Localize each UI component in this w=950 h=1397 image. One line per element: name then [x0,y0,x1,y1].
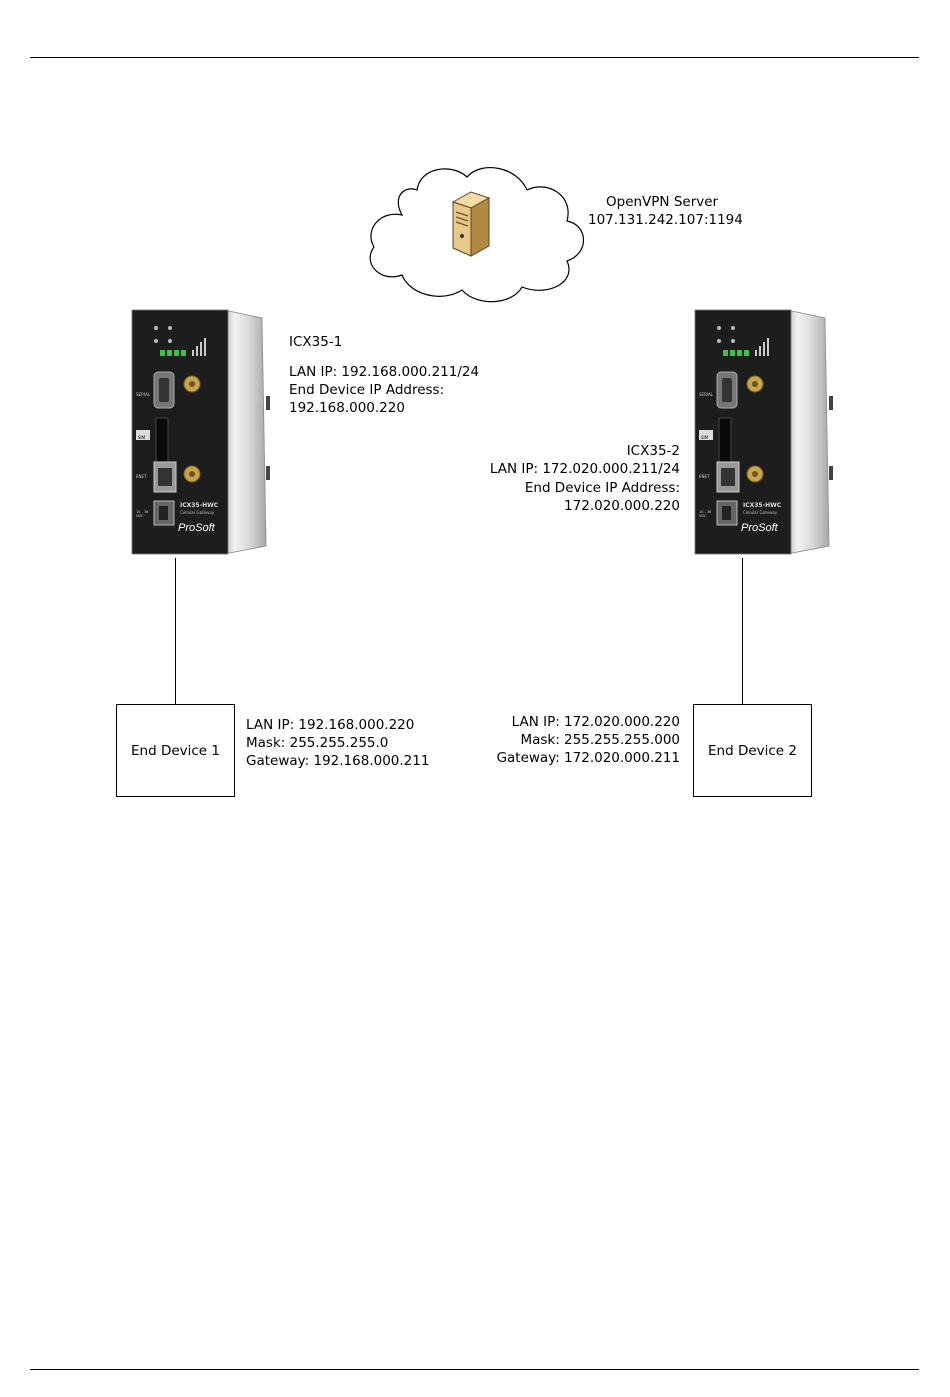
end-device2-gateway: Gateway: 172.020.000.211 [496,750,680,766]
gateway1-brand-logo: ProSoft [178,522,215,534]
gateway1-end-device-ip: 192.168.000.220 [289,400,405,416]
end-device2-label: End Device 2 [708,742,797,759]
gateway2-brand-logo: ProSoft [741,522,778,534]
gateway1-name: ICX35-1 [289,334,343,350]
link-gateway2-end-device2 [742,558,743,704]
gateway2-name: ICX35-2 [626,443,680,459]
link-gateway1-end-device1 [175,558,176,704]
gateway1-end-device-label: End Device IP Address: [289,382,445,398]
gateway2-label-vdc: 10 - 36 VDC [699,510,712,518]
gateway2-end-device-label: End Device IP Address: [524,480,680,496]
footer-rule [30,1369,919,1370]
end-device1-lan-ip: LAN IP: 192.168.000.220 [246,717,415,733]
end-device1-gateway: Gateway: 192.168.000.211 [246,753,430,769]
gateway1-subtitle: Cellular Gateway [180,510,215,515]
gateway2-subtitle: Cellular Gateway [743,510,778,515]
cloud-label-title: OpenVPN Server [606,194,719,210]
gateway2-label-sim: SIM [701,435,709,440]
gateway2-device: SERIAL SIM ENET 10 - 36 VDC ICX35-HWC Ce… [694,306,835,556]
gateway1-label-vdc: 10 - 36 VDC [136,510,149,518]
gateway2-label-serial: SERIAL [699,392,713,397]
gateway1-lan-ip: LAN IP: 192.168.000.211/24 [289,364,480,380]
gateway2-model: ICX35-HWC [743,502,782,509]
end-device1-mask: Mask: 255.255.255.0 [246,735,389,751]
gateway1-model: ICX35-HWC [180,502,219,509]
gateway1-label-enet: ENET [136,474,147,479]
gateway1-label-serial: SERIAL [136,392,150,397]
server-icon [451,191,491,257]
gateway2-end-device-ip: 172.020.000.220 [564,498,680,514]
end-device2-box: End Device 2 [693,704,812,797]
end-device2-lan-ip: LAN IP: 172.020.000.220 [511,714,680,730]
header-rule [30,57,919,58]
cloud-label-address: 107.131.242.107:1194 [588,212,743,228]
gateway1-device: SERIAL SIM ENET 10 - 36 VDC ICX35-HWC Ce… [131,306,272,556]
end-device2-mask: Mask: 255.255.255.000 [520,732,680,748]
gateway2-lan-ip: LAN IP: 172.020.000.211/24 [489,461,680,477]
gateway1-label-sim: SIM [138,435,146,440]
gateway2-label-enet: ENET [699,474,710,479]
end-device1-box: End Device 1 [116,704,235,797]
end-device1-label: End Device 1 [131,742,220,759]
